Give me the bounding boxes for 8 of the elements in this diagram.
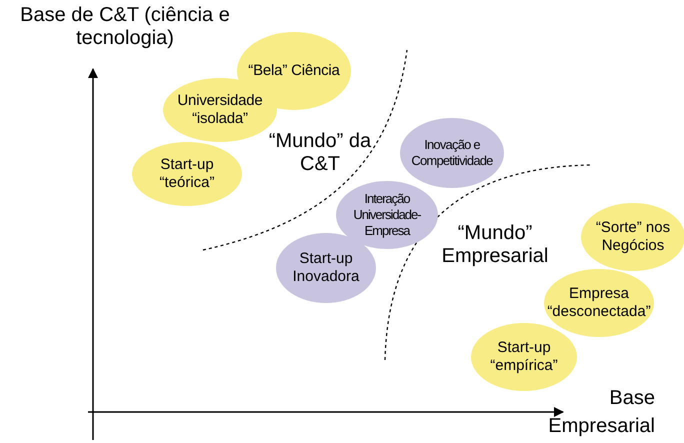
concept-ellipse: Start-up “teórica” — [132, 142, 242, 206]
concept-ellipse: Inovação e Competitividade — [400, 118, 504, 188]
concept-ellipse: Start-up “empírica” — [471, 323, 577, 391]
concept-ellipse: Empresa “desconectada” — [544, 269, 654, 337]
concept-ellipse: Interação Universidade-Empresa — [336, 181, 438, 249]
region-label: “Mundo” Empresarial — [440, 222, 550, 268]
concept-ellipse: “Sorte” nos Negócios — [581, 203, 684, 271]
axis-title: Base de C&T (ciência e tecnologia) — [19, 4, 231, 50]
